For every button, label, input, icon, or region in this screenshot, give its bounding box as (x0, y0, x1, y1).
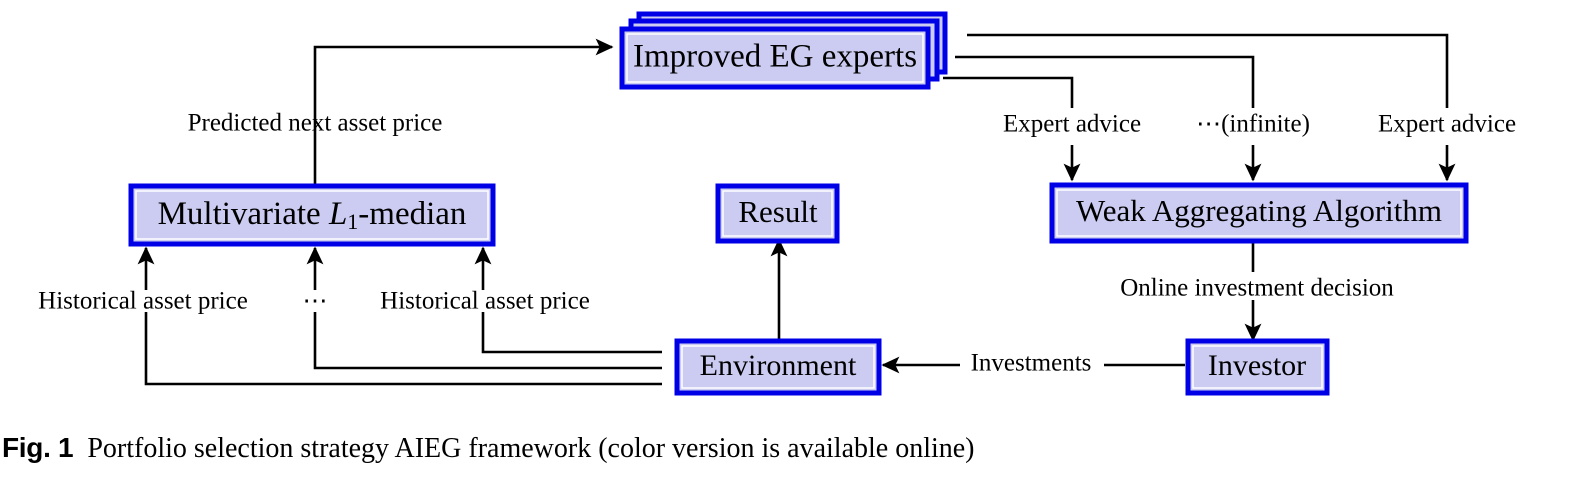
edge-experts-to-waa-left (943, 76, 1074, 108)
edge-environment-to-median-inner (481, 312, 662, 354)
edge-label-online-investment-decision: Online investment decision (1120, 275, 1394, 302)
node-improved-eg-experts[interactable]: Improved EG experts (619, 11, 948, 90)
node-label-weak-aggregating-algorithm: Weak Aggregating Algorithm (1076, 193, 1442, 228)
edge-label-expert-advice-left: Expert advice (1003, 111, 1141, 138)
edge-label-predicted-next-asset-price: Predicted next asset price (188, 110, 443, 137)
node-weak-aggregating-algorithm[interactable]: Weak Aggregating Algorithm (1049, 182, 1469, 244)
node-label-investor: Investor (1208, 349, 1306, 382)
edge-environment-to-median-outer (144, 312, 662, 386)
edge-label-historical-asset-price-right: Historical asset price (380, 288, 590, 315)
edge-experts-to-waa-middle (955, 55, 1255, 108)
edge-experts-to-waa-right (967, 33, 1449, 108)
node-environment[interactable]: Environment (674, 338, 882, 396)
node-investor[interactable]: Investor (1185, 338, 1330, 396)
figure-caption: Fig. 1 Portfolio selection strategy AIEG … (2, 432, 1572, 465)
edge-environment-to-median-middle (313, 312, 662, 370)
edge-label-investments: Investments (971, 350, 1092, 377)
edge-label-expert-advice-right: Expert advice (1378, 111, 1516, 138)
median-label-italic-l: L (328, 196, 347, 232)
edge-median-to-experts (313, 38, 614, 186)
node-label-environment: Environment (700, 349, 857, 382)
median-label-prefix: Multivariate (158, 196, 329, 232)
node-label-multivariate-l1-median: Multivariate L1-median (158, 196, 467, 234)
node-result[interactable]: Result (715, 183, 840, 244)
median-label-suffix: -median (358, 196, 466, 232)
caption-figure-number: Fig. 1 (2, 432, 74, 463)
edge-label-expert-advice-infinite: ⋯(infinite) (1196, 111, 1310, 138)
aieg-framework-diagram: Improved EG experts Multivariate L1-medi… (38, 11, 1516, 396)
median-label-subscript: 1 (347, 209, 358, 234)
node-multivariate-l1-median[interactable]: Multivariate L1-median (128, 183, 496, 247)
node-label-result: Result (738, 194, 818, 229)
caption-description: Portfolio selection strategy AIEG framew… (87, 433, 975, 464)
edge-label-historical-asset-price-left: Historical asset price (38, 288, 248, 315)
edge-label-historical-ellipsis: ⋯ (303, 288, 328, 315)
node-label-improved-eg-experts: Improved EG experts (633, 39, 917, 75)
